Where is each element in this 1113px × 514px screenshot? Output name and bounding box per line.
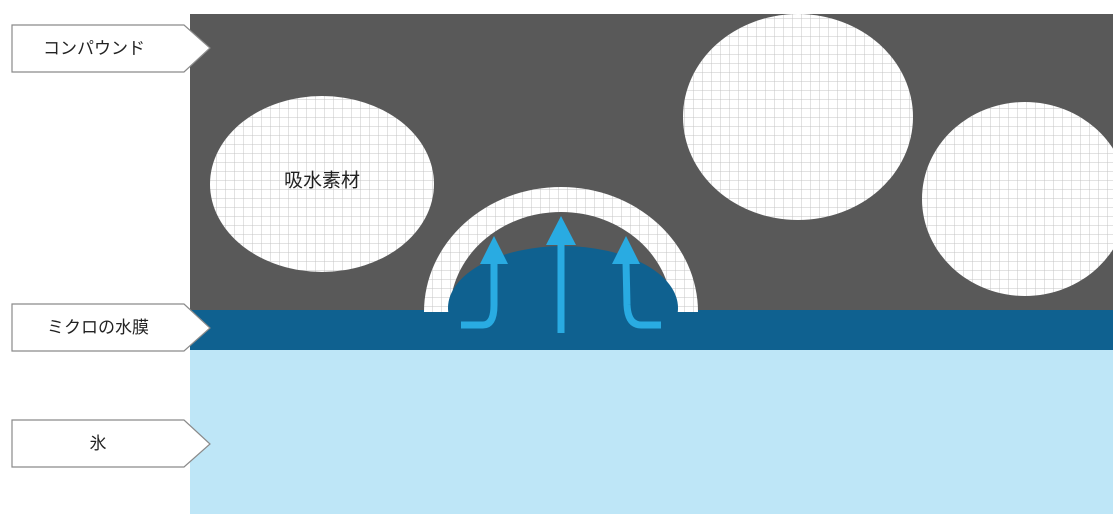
compound-callout: コンパウンド — [11, 24, 211, 73]
absorbent-label: 吸水素材 — [284, 170, 360, 192]
ice-callout: 氷 — [11, 419, 211, 468]
absorbent-particle — [683, 14, 913, 220]
up-arrow-icon — [461, 236, 508, 329]
absorbent-particle — [210, 96, 434, 272]
water-film-callout: ミクロの水膜 — [11, 303, 211, 352]
compound-label: コンパウンド — [43, 39, 145, 59]
absorbent-particle — [922, 102, 1113, 296]
up-arrow-icon — [546, 216, 576, 333]
water-film-layer — [190, 310, 1113, 350]
ice-layer — [190, 350, 1113, 514]
water-film-label: ミクロの水膜 — [47, 318, 149, 338]
ice-label: 氷 — [90, 434, 107, 454]
up-arrow-icon — [612, 236, 661, 329]
